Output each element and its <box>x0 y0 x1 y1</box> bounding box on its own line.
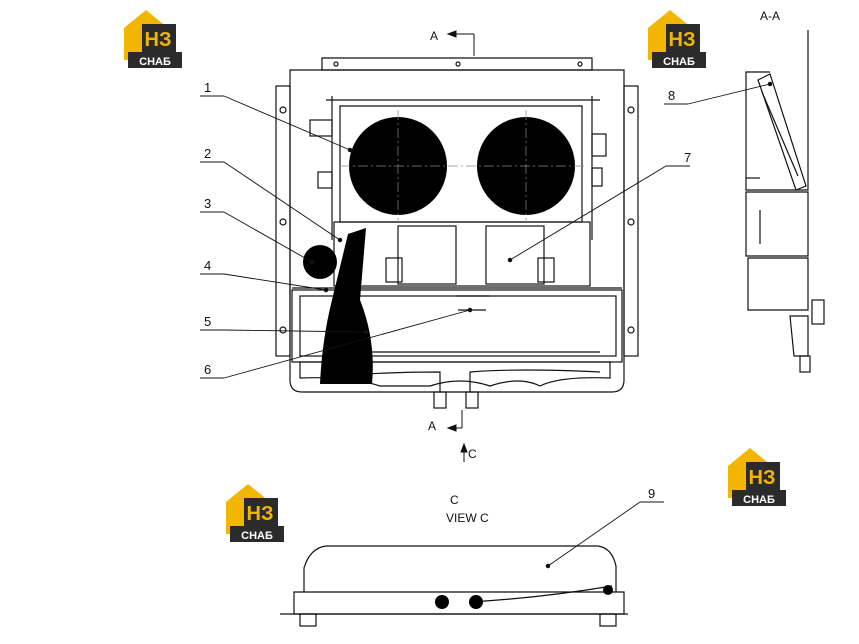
blower-duct <box>320 228 373 384</box>
fan-discs <box>340 110 584 222</box>
callout-3: 3 <box>204 196 211 211</box>
callout-6: 6 <box>204 362 211 377</box>
logo-top-left <box>124 10 182 68</box>
section-a-a <box>745 30 825 373</box>
view-arrow-top-label: A <box>430 29 438 43</box>
view-arrow-a <box>446 30 475 462</box>
callout-1: 1 <box>204 80 211 95</box>
callout-7: 7 <box>684 150 691 165</box>
section-label: A-A <box>760 9 780 23</box>
callout-leaders <box>200 81 773 569</box>
receiver-drier <box>303 245 337 279</box>
view-c-arrow-label: C <box>468 447 477 461</box>
callout-5: 5 <box>204 314 211 329</box>
front-view <box>275 57 639 409</box>
view-arrow-bottom-label: A <box>428 419 436 433</box>
logo-top-right <box>648 10 706 68</box>
view-c-fittings <box>435 585 613 609</box>
view-c <box>280 545 628 627</box>
view-c-letter: C <box>450 493 459 507</box>
view-c-title: VIEW C <box>446 511 489 525</box>
logo-bottom-left <box>226 484 284 542</box>
callout-8: 8 <box>668 88 675 103</box>
callout-2: 2 <box>204 146 211 161</box>
callout-9: 9 <box>648 486 655 501</box>
callout-4: 4 <box>204 258 211 273</box>
logo-right <box>728 448 786 506</box>
